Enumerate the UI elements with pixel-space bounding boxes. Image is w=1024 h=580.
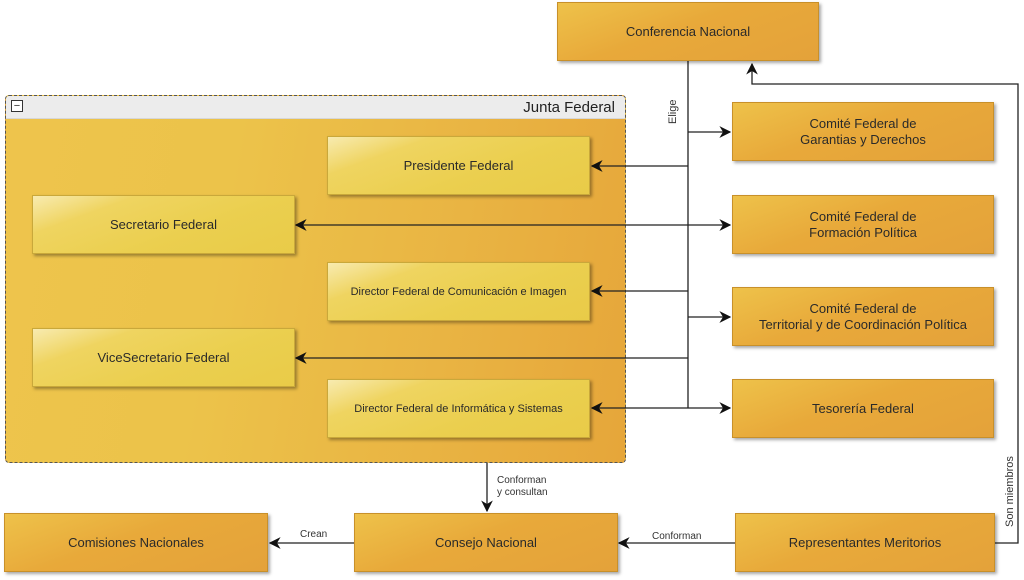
node-tesoreria-federal[interactable]: Tesorería Federal [732,379,994,438]
node-representantes-meritorios[interactable]: Representantes Meritorios [735,513,995,572]
edge-label-conforman-consultan: Conforman y consultan [497,475,548,498]
node-comisiones-nacionales[interactable]: Comisiones Nacionales [4,513,268,572]
node-conferencia-nacional[interactable]: Conferencia Nacional [557,2,819,61]
junta-federal-title: Junta Federal [523,99,615,116]
edge-label-elige: Elige [667,99,679,124]
node-director-informatica[interactable]: Director Federal de Informática y Sistem… [327,379,590,438]
edge-label-conforman: Conforman [652,531,702,542]
edge-label-son-miembros: Son miembros [1004,456,1016,527]
node-comite-garantias[interactable]: Comité Federal de Garantias y Derechos [732,102,994,161]
node-presidente-federal[interactable]: Presidente Federal [327,136,590,195]
node-comite-formacion[interactable]: Comité Federal de Formación Política [732,195,994,254]
junta-federal-header: − Junta Federal [6,96,625,119]
node-comite-territorial[interactable]: Comité Federal de Territorial y de Coord… [732,287,994,346]
node-secretario-federal[interactable]: Secretario Federal [32,195,295,254]
edge-label-crean: Crean [300,529,328,540]
node-consejo-nacional[interactable]: Consejo Nacional [354,513,618,572]
node-director-comunicacion[interactable]: Director Federal de Comunicación e Image… [327,262,590,321]
edge-representantes-to-conferencia [746,62,1019,544]
collapse-icon[interactable]: − [11,100,23,112]
node-vicesecretario-federal[interactable]: ViceSecretario Federal [32,328,295,387]
